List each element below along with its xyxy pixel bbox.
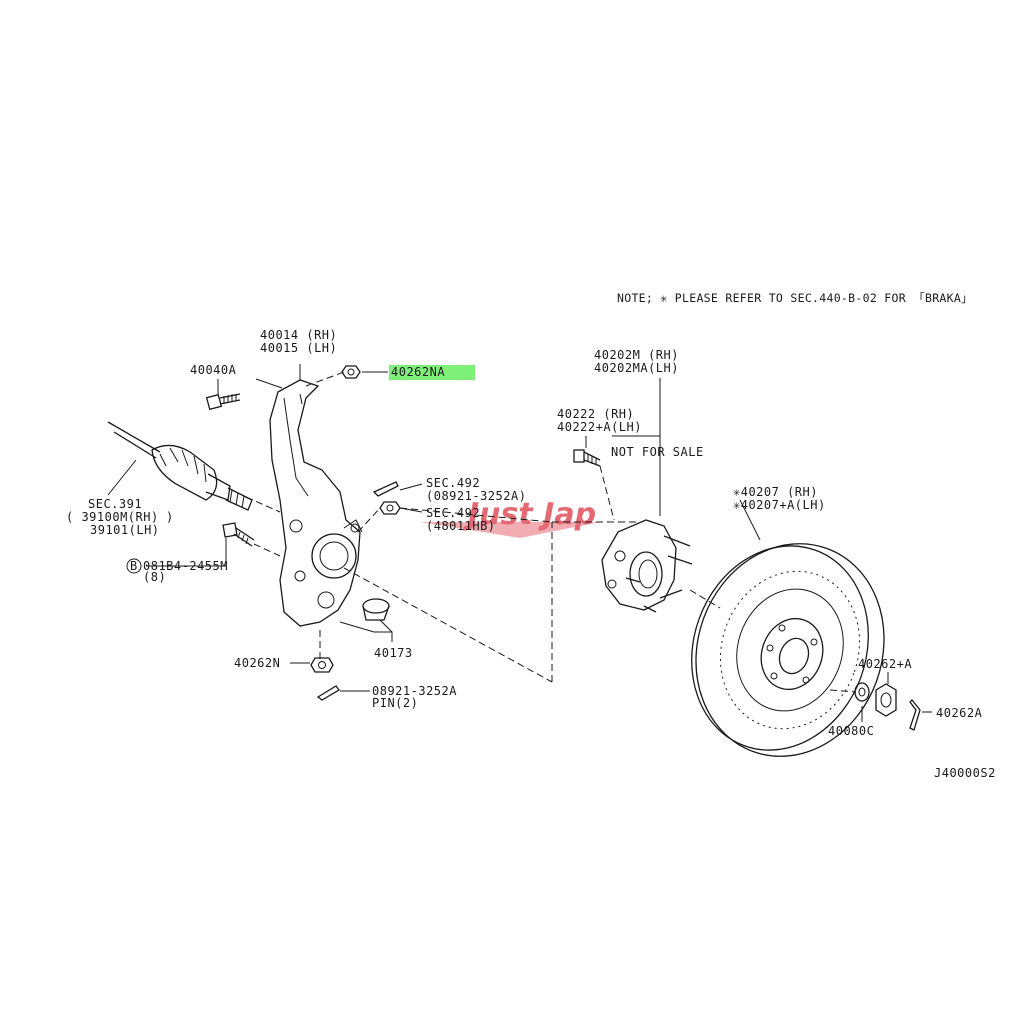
brake-rotor [691,543,885,757]
label-sec492-b-sub: (48011HB) [426,519,496,533]
label-40262na: 40262NA [391,365,445,379]
diagram-id: J40000S2 [934,766,996,780]
label-rotor-lh: ✳40207+A(LH) [733,498,826,512]
label-pin-qty: PIN(2) [372,696,418,710]
wheel-hub [601,519,693,613]
bolt-marker-circle [126,558,142,574]
bolt-081b4 [222,522,255,547]
cotter-pin-lower [316,685,340,701]
label-not-for-sale: NOT FOR SALE [611,445,704,459]
sec492-parts [372,481,401,515]
label-081b4: 081B4-2455M [143,559,228,573]
label-081b4-qty: (8) [143,570,166,584]
label-bolt-marker: B [130,559,138,573]
label-pin: 08921-3252A [372,684,457,698]
label-rotor-rh: ✳40207 (RH) [733,485,818,499]
label-sec492-a-sub: (08921-3252A) [426,489,526,503]
label-sec492-b: SEC.492 [426,506,480,520]
label-40040a: 40040A [190,363,237,377]
label-sec492-a: SEC.492 [426,476,480,490]
washer-40080c [854,682,870,702]
label-40262-a: 40262+A [858,657,912,671]
nut-40262-a [875,683,897,717]
note-text: NOTE; ✳ PLEASE REFER TO SEC.440-B-02 FOR… [617,291,973,305]
label-hub-rh: 40202M (RH) [594,348,679,362]
label-40080c: 40080C [828,724,874,738]
cap-40173 [362,598,390,621]
label-knuckle-rh: 40014 (RH) [260,328,337,342]
label-stud-lh: 40222+A(LH) [557,420,642,434]
callout-labels: 40014 (RH) 40015 (LH) 40040A 40262NA SEC… [66,328,996,780]
nut-40262na [341,365,361,379]
cotter-pin-40262a [909,699,921,731]
drive-shaft [107,421,253,511]
label-sec391: SEC.391 [88,497,142,511]
nut-40262n [310,657,334,673]
part-highlight [389,365,475,380]
label-knuckle-lh: 40015 (LH) [260,341,337,355]
leader-lines [146,364,932,722]
label-sec391-lh: 39101(LH) [90,523,160,537]
label-stud-rh: 40222 (RH) [557,407,634,421]
watermark-logo: Just Jap [420,497,600,538]
steering-knuckle [269,379,363,627]
label-sec391-rh: ( 39100M(RH) [66,510,159,524]
label-40262n: 40262N [234,656,280,670]
label-40173: 40173 [374,646,413,660]
watermark-text: Just Jap [463,497,596,532]
label-40262a: 40262A [936,706,983,720]
label-sec391-close: ) [166,510,174,524]
label-hub-lh: 40202MA(LH) [594,361,679,375]
hub-stud-40222 [573,449,601,467]
bolt-40040a [205,379,241,411]
